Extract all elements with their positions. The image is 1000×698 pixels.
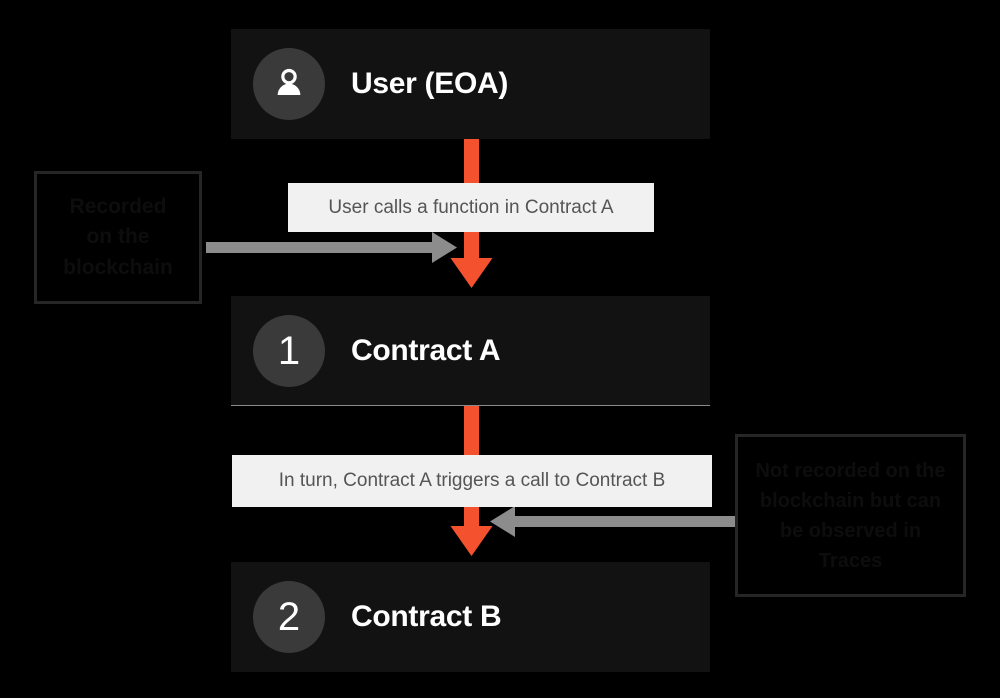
caption-user-to-contract-a: User calls a function in Contract A bbox=[288, 183, 654, 232]
annotation-line: blockchain but can bbox=[759, 489, 942, 512]
annotation-line: Not recorded on the bbox=[755, 459, 946, 482]
step-number-badge: 1 bbox=[253, 314, 325, 387]
annotation-recorded-on-blockchain: Recorded on the blockchain bbox=[34, 171, 202, 304]
caption-contract-a-to-contract-b: In turn, Contract A triggers a call to C… bbox=[232, 455, 712, 507]
step-number: 1 bbox=[277, 328, 301, 373]
annotation-line: Recorded bbox=[69, 194, 167, 218]
node-contract-a-label: Contract A bbox=[351, 333, 501, 367]
annotation-not-recorded-text: Not recorded on the blockchain but can b… bbox=[755, 456, 945, 576]
node-user: User (EOA) bbox=[231, 29, 710, 139]
arrow-right-icon bbox=[206, 232, 457, 263]
node-user-label: User (EOA) bbox=[351, 67, 509, 100]
annotation-line: on the bbox=[86, 225, 150, 249]
annotation-line: be observed in bbox=[779, 519, 922, 542]
step-number: 2 bbox=[277, 595, 301, 639]
node-contract-a: 1 Contract A bbox=[231, 296, 710, 406]
annotation-recorded-text: Recorded on the blockchain bbox=[63, 192, 173, 283]
annotation-line: Traces bbox=[818, 549, 883, 572]
node-contract-b: 2 Contract B bbox=[231, 562, 710, 672]
node-contract-b-label: Contract B bbox=[351, 600, 502, 633]
arrow-left-icon bbox=[490, 506, 735, 537]
person-icon bbox=[253, 48, 325, 120]
annotation-not-recorded-on-blockchain: Not recorded on the blockchain but can b… bbox=[735, 434, 966, 597]
annotation-line: blockchain bbox=[63, 255, 173, 279]
step-number-badge: 2 bbox=[253, 581, 325, 653]
